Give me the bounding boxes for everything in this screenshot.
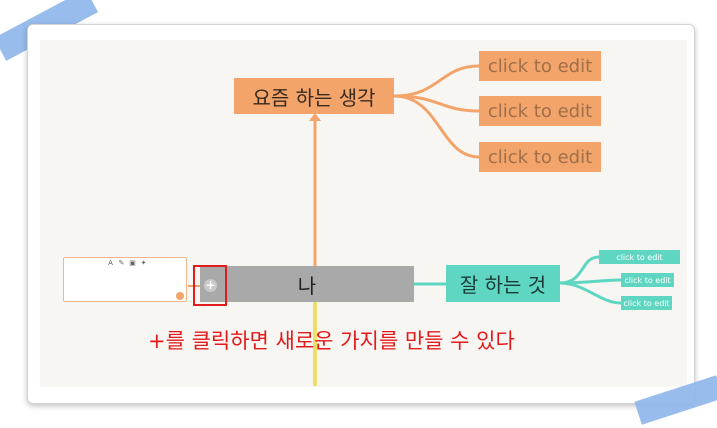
font-style-icon[interactable]: A (107, 259, 114, 267)
subtopic-teal-1[interactable]: click to edit (599, 250, 680, 264)
connector-orange-sub3 (394, 96, 479, 157)
note-editor-box[interactable]: A ✎ ▣ ✦ (63, 257, 187, 302)
subtopic-teal-2[interactable]: click to edit (621, 273, 674, 287)
instruction-caption: +를 클릭하면 새로운 가지를 만들 수 있다 (148, 325, 515, 355)
pencil-icon[interactable]: ✎ (118, 259, 125, 267)
highlight-box (193, 265, 227, 306)
note-editor-toolbar: A ✎ ▣ ✦ (107, 259, 147, 267)
note-handle-icon[interactable] (176, 292, 184, 300)
sparkle-icon[interactable]: ✦ (140, 259, 147, 267)
image-icon[interactable]: ▣ (129, 259, 136, 267)
central-topic[interactable]: 나 (200, 266, 414, 302)
subtopic-teal-3[interactable]: click to edit (621, 296, 672, 310)
branch-topic-good-at[interactable]: 잘 하는 것 (446, 265, 560, 302)
connector-orange-sub1 (394, 66, 479, 96)
subtopic-orange-1[interactable]: click to edit (479, 51, 601, 81)
branch-topic-recent-thoughts[interactable]: 요즘 하는 생각 (234, 78, 394, 114)
connector-teal-sub1 (560, 257, 599, 283)
subtopic-orange-3[interactable]: click to edit (479, 142, 601, 172)
connector-arrow-top (309, 113, 321, 121)
subtopic-orange-2[interactable]: click to edit (479, 96, 601, 126)
connector-teal-sub3 (560, 283, 621, 303)
